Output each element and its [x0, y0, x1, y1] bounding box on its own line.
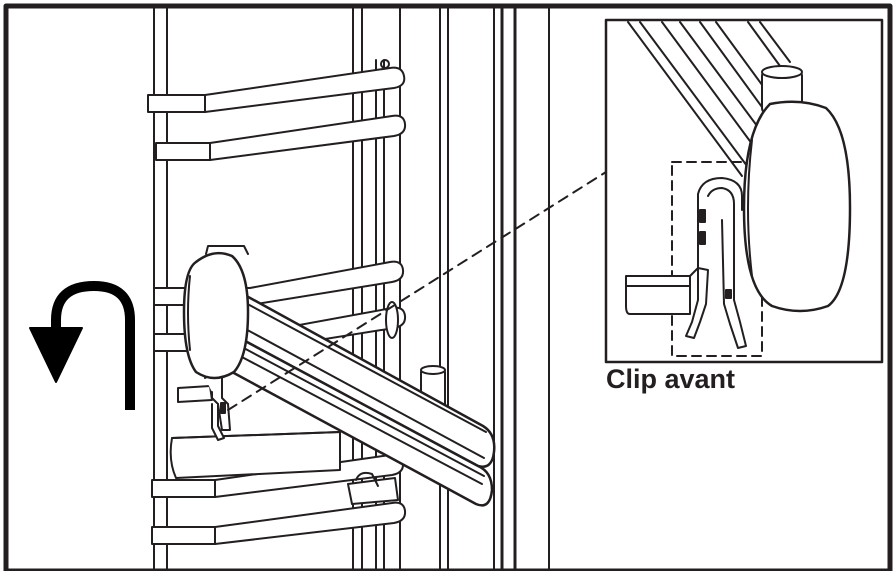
rung-1	[147, 59, 406, 113]
grip-pad	[182, 245, 250, 380]
inset-diagonal-bars	[627, 21, 791, 177]
diagonal-arm	[230, 286, 496, 507]
front-clip-detail	[625, 177, 747, 349]
rung-6	[151, 501, 407, 545]
inset-grip-pad	[742, 100, 852, 313]
front-clip-small	[177, 373, 231, 441]
rung-2	[155, 114, 407, 161]
rotate-counterclockwise-arrow-icon	[29, 281, 135, 410]
inset-caption: Clip avant	[606, 364, 736, 394]
support-cylinder	[169, 431, 341, 479]
detail-inset	[604, 18, 884, 364]
lower-latch	[347, 471, 399, 505]
main-scene	[29, 4, 607, 571]
leader-line	[227, 171, 607, 411]
